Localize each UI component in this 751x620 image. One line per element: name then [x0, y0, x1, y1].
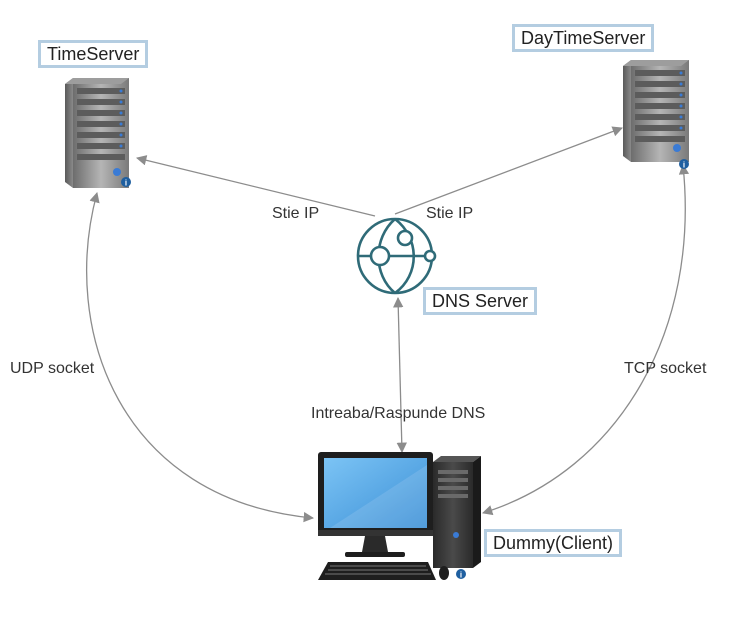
server-icon [65, 78, 129, 188]
edge-client-dns [393, 296, 407, 454]
server-icon [623, 60, 689, 162]
edge-client-daytime [482, 163, 690, 516]
info-icon[interactable]: i [456, 569, 466, 580]
edge-label-tcp: TCP socket [624, 360, 707, 377]
edge-dns-to-daytime [394, 126, 623, 215]
client-label: Dummy(Client) [484, 529, 623, 557]
dns-globe-icon [356, 217, 437, 295]
edge-client-time [86, 191, 315, 523]
svg-text:i: i [460, 571, 462, 580]
time-server-label: TimeServer [38, 40, 149, 68]
time-server-node: i [65, 78, 131, 188]
desktop-computer-icon [318, 452, 481, 580]
edge-label-client-dns: Intreaba/Raspunde DNS [311, 405, 486, 422]
dns-server-label: DNS Server [423, 287, 538, 315]
edges [86, 126, 690, 523]
edge-dns-to-time [135, 155, 376, 217]
edge-label-udp: UDP socket [10, 360, 95, 377]
svg-text:i: i [125, 179, 127, 188]
info-icon[interactable]: i [679, 159, 689, 170]
svg-text:i: i [683, 161, 685, 170]
client-computer-node: i [318, 452, 481, 580]
info-icon[interactable]: i [121, 177, 131, 188]
edge-label-dns-daytime: Stie IP [426, 205, 474, 222]
daytime-server-node: i [623, 60, 689, 170]
daytime-server-label: DayTimeServer [512, 24, 655, 52]
edge-label-dns-time: Stie IP [272, 205, 320, 222]
